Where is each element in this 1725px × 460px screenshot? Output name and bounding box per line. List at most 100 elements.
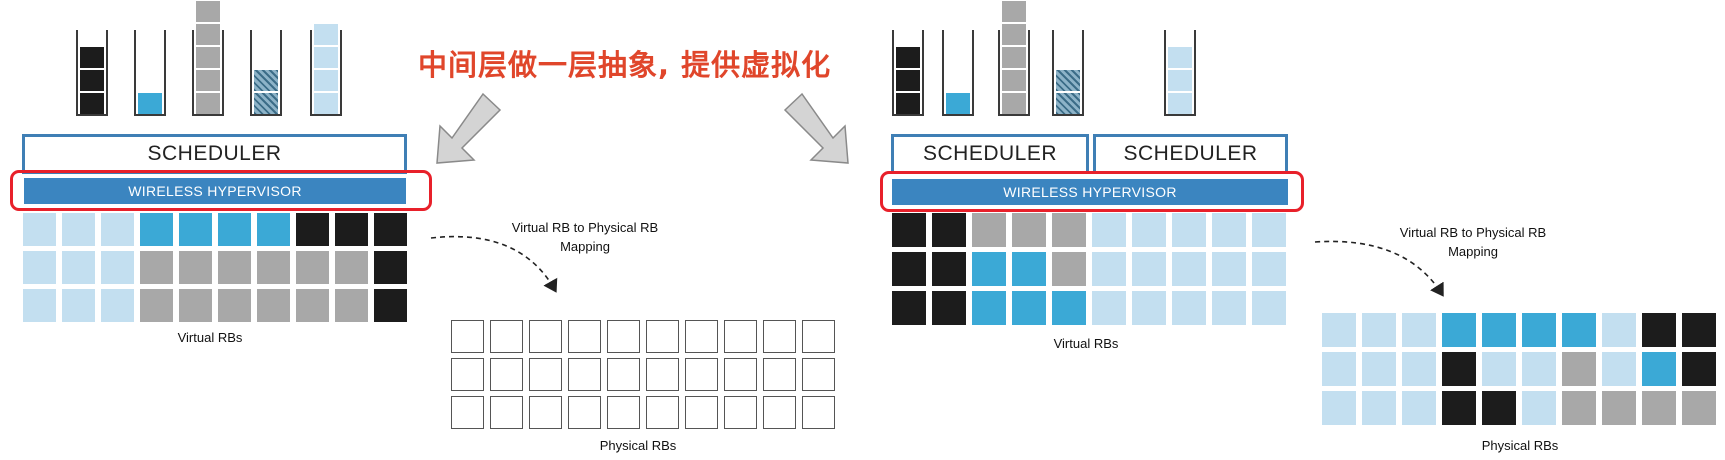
left-physical-rb-cell	[529, 320, 562, 353]
queue-packet	[1168, 47, 1192, 68]
queue-packet	[1056, 93, 1080, 114]
queue-packet	[1168, 70, 1192, 91]
left-physical-rb-cell	[607, 358, 640, 391]
right-scheduler-box: SCHEDULER	[1093, 134, 1288, 174]
right-virtual-rb-cell	[1012, 213, 1046, 247]
right-scheduler-box: SCHEDULER	[891, 134, 1089, 174]
left-physical-rb-cell	[646, 320, 679, 353]
left-physical-rb-cell	[724, 320, 757, 353]
right-physical-rb-cell	[1362, 391, 1396, 425]
left-physical-rb-cell	[451, 320, 484, 353]
right-physical-rb-cell	[1682, 313, 1716, 347]
left-virtual-rb-cell	[23, 251, 56, 284]
queue	[1164, 30, 1196, 116]
right-physical-rb-cell	[1602, 352, 1636, 386]
queue	[250, 30, 282, 116]
left-physical-rb-cell	[451, 396, 484, 429]
left-physical-rb-cell	[646, 358, 679, 391]
queue-packet	[1002, 24, 1026, 45]
left-virtual-rb-cell	[140, 289, 173, 322]
left-virtual-rb-cell	[218, 289, 251, 322]
left-physical-rb-cell	[490, 358, 523, 391]
big-arrow-left-icon	[436, 92, 502, 164]
left-physical-rb-cell	[490, 320, 523, 353]
queue-packet	[80, 93, 104, 114]
right-physical-rb-cell	[1642, 391, 1676, 425]
right-virtual-rb-cell	[1132, 291, 1166, 325]
right-physical-rb-cell	[1402, 352, 1436, 386]
right-virtual-rb-cell	[1252, 213, 1286, 247]
left-physical-rb-cell	[568, 358, 601, 391]
right-virtual-rb-cell	[1052, 291, 1086, 325]
right-virtual-rb-cell	[1092, 213, 1126, 247]
mapping-arrow-right-icon	[1314, 240, 1444, 297]
left-virtual-rb-cell	[374, 251, 407, 284]
right-physical-rb-cell	[1562, 352, 1596, 386]
right-virtual-rb-cell	[1052, 213, 1086, 247]
left-physical-rb-cell	[607, 320, 640, 353]
queue-packet	[80, 47, 104, 68]
right-physical-rb-cell	[1482, 313, 1516, 347]
queue-packet	[314, 70, 338, 91]
right-physical-rb-cell	[1562, 391, 1596, 425]
left-virtual-rb-cell	[335, 213, 368, 246]
right-virtual-rb-cell	[1252, 291, 1286, 325]
right-physical-rb-cell	[1522, 391, 1556, 425]
queue-packet	[1002, 93, 1026, 114]
right-virtual-rb-cell	[1172, 252, 1206, 286]
right-physical-rb-cell	[1682, 391, 1716, 425]
left-virtual-rb-cell	[101, 289, 134, 322]
queue	[998, 1, 1030, 116]
queue-packet	[196, 1, 220, 22]
left-scheduler-box: SCHEDULER	[22, 134, 407, 174]
queue-packet	[946, 93, 970, 114]
right-virtual-rb-cell	[972, 213, 1006, 247]
queue-packet	[314, 24, 338, 45]
left-physical-rb-cell	[802, 320, 835, 353]
left-mapping-line2: Mapping	[560, 239, 610, 254]
queue-packet	[1002, 47, 1026, 68]
left-virtual-rb-cell	[257, 251, 290, 284]
right-virtual-rb-cell	[1132, 252, 1166, 286]
right-virtual-rb-cell	[1172, 213, 1206, 247]
left-hypervisor-highlight	[10, 170, 432, 211]
right-physical-rb-cell	[1442, 313, 1476, 347]
left-virtual-rb-cell	[179, 289, 212, 322]
right-virtual-rb-cell	[1132, 213, 1166, 247]
left-physical-rb-cell	[607, 396, 640, 429]
queue	[892, 30, 924, 116]
right-physical-rb-cell	[1362, 313, 1396, 347]
left-physical-rb-cell	[724, 358, 757, 391]
right-physical-rb-cell	[1602, 313, 1636, 347]
left-mapping-line1: Virtual RB to Physical RB	[511, 220, 659, 235]
left-virtual-rb-cell	[296, 251, 329, 284]
queue-packet	[196, 24, 220, 45]
right-physical-rb-cell	[1522, 352, 1556, 386]
queue-packet	[314, 93, 338, 114]
queue-packet	[254, 70, 278, 91]
queue-packet	[1056, 70, 1080, 91]
queue	[310, 24, 342, 116]
queue-packet	[1002, 1, 1026, 22]
left-virtual-rbs-label: Virtual RBs	[177, 330, 243, 345]
queue	[192, 1, 224, 116]
left-virtual-rb-cell	[23, 213, 56, 246]
left-virtual-rb-cell	[179, 251, 212, 284]
left-virtual-rb-cell	[62, 213, 95, 246]
left-physical-rb-cell	[802, 396, 835, 429]
left-physical-rb-cell	[685, 358, 718, 391]
right-virtual-rb-cell	[1052, 252, 1086, 286]
left-physical-rbs-label: Physical RBs	[599, 438, 677, 453]
left-mapping-label: Virtual RB to Physical RB Mapping	[480, 218, 690, 256]
queue-packet	[138, 93, 162, 114]
left-wireless-hypervisor: WIRELESS HYPERVISOR	[24, 178, 406, 204]
right-virtual-rb-cell	[1252, 252, 1286, 286]
left-virtual-rb-cell	[257, 289, 290, 322]
queue-packet	[1002, 70, 1026, 91]
left-physical-rb-cell	[646, 396, 679, 429]
left-virtual-rb-cell	[374, 289, 407, 322]
right-mapping-line2: Mapping	[1448, 244, 1498, 259]
right-physical-rb-cell	[1642, 352, 1676, 386]
left-physical-rb-cell	[763, 396, 796, 429]
left-physical-rb-cell	[685, 396, 718, 429]
